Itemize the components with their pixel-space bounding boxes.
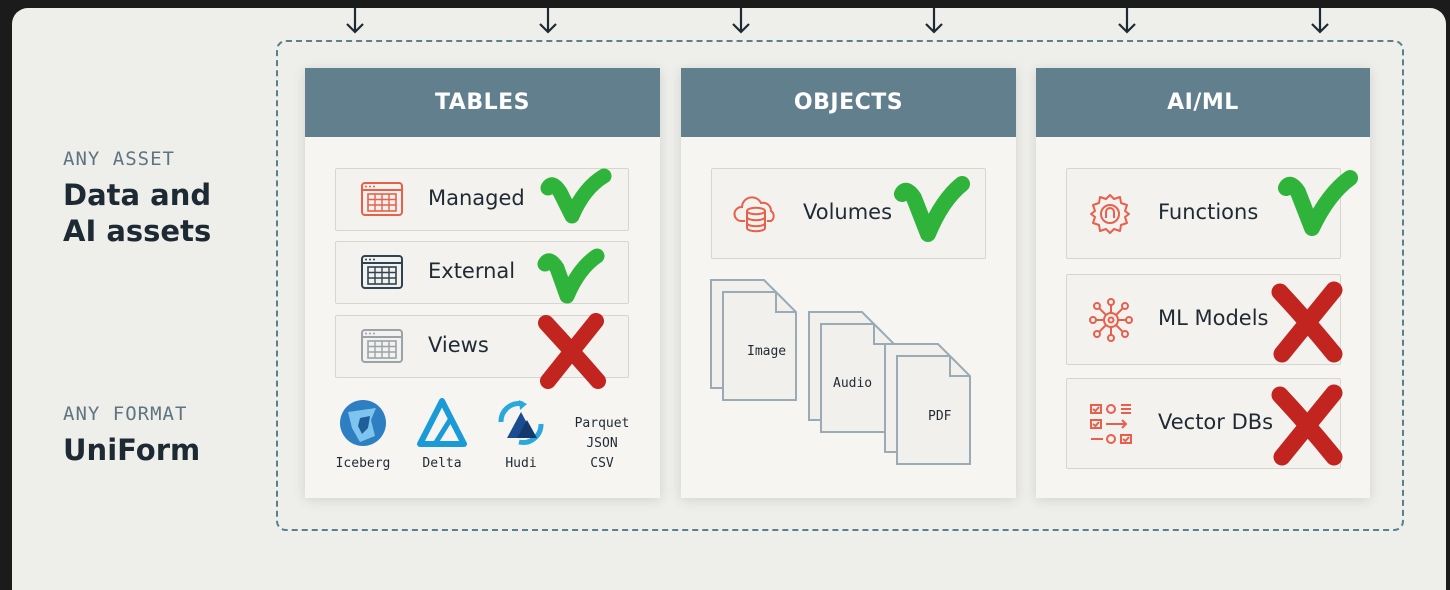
vector-grid-icon	[1090, 404, 1132, 444]
hudi-label: Hudi	[505, 456, 537, 471]
iceberg-logo-icon	[340, 400, 386, 446]
asset-label-group: ANY ASSET Data and AI assets	[63, 150, 211, 249]
check-mark-icon	[1278, 170, 1358, 236]
aiml-panel-title: AI/ML	[1036, 68, 1370, 137]
audio-file-label: Audio	[833, 376, 873, 391]
down-arrow-icon	[539, 8, 557, 34]
cloud-database-icon	[733, 196, 775, 233]
delta-format: Delta	[412, 398, 472, 471]
iceberg-format: Iceberg	[332, 398, 394, 471]
table-icon	[361, 255, 403, 289]
down-arrow-icon	[1118, 8, 1136, 34]
pdf-file-label: PDF	[928, 409, 952, 424]
ml-models-label: ML Models	[1158, 306, 1269, 330]
asset-kicker: ANY ASSET	[63, 148, 175, 170]
functions-label: Functions	[1158, 200, 1259, 224]
file-stack-illustration	[710, 279, 971, 465]
neural-network-icon	[1089, 298, 1133, 342]
cross-mark-icon	[1271, 384, 1343, 466]
table-icon	[361, 182, 403, 216]
views-label: Views	[428, 333, 489, 357]
format-label-group: ANY FORMAT UniForm	[63, 405, 200, 468]
hudi-format: Hudi	[491, 398, 551, 471]
cross-mark-icon	[1271, 281, 1343, 363]
down-arrow-icon	[346, 8, 364, 34]
vector-dbs-label: Vector DBs	[1158, 410, 1274, 434]
table-icon	[361, 329, 403, 363]
iceberg-label: Iceberg	[335, 456, 391, 471]
image-file-label: Image	[747, 344, 787, 359]
hudi-logo-icon	[498, 400, 544, 445]
format-title: UniForm	[63, 433, 201, 467]
gear-function-icon	[1090, 194, 1130, 234]
file-formats-text: Parquet JSON CSV	[574, 416, 630, 471]
volumes-label: Volumes	[803, 200, 893, 224]
check-mark-icon	[537, 248, 605, 304]
check-mark-icon	[894, 176, 970, 242]
down-arrow-icon	[925, 8, 943, 34]
delta-logo-icon	[417, 398, 467, 447]
format-kicker: ANY FORMAT	[63, 403, 188, 425]
delta-label: Delta	[422, 456, 462, 471]
diagram-canvas: ANY ASSET Data and AI assets ANY FORMAT …	[12, 8, 1446, 590]
governance-boundary	[276, 40, 1404, 531]
down-arrow-icon	[1311, 8, 1329, 34]
external-label: External	[428, 259, 516, 283]
down-arrow-icon	[732, 8, 750, 34]
objects-panel-title: OBJECTS	[681, 68, 1016, 137]
tables-panel-title: TABLES	[305, 68, 660, 137]
check-mark-icon	[540, 168, 612, 224]
objects-panel: OBJECTS Volumes	[681, 68, 1016, 498]
managed-label: Managed	[428, 186, 525, 210]
cross-mark-icon	[538, 313, 606, 389]
asset-title: Data and AI assets	[63, 178, 212, 248]
